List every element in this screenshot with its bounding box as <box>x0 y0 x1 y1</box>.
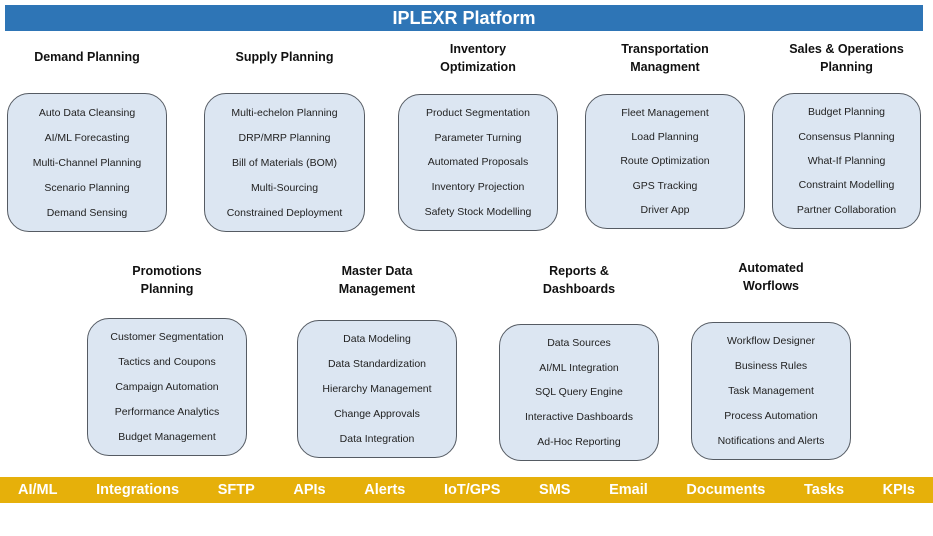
module-heading-line: Dashboards <box>542 282 616 296</box>
feature-item: Budget Planning <box>807 106 886 119</box>
feature-item: SQL Query Engine <box>535 386 623 399</box>
capability-item: SFTP <box>217 482 255 498</box>
capability-item: Alerts <box>364 482 406 498</box>
feature-item: DRP/MRP Planning <box>238 131 331 144</box>
capability-item: Integrations <box>96 482 180 498</box>
module-heading-line: Master Data <box>341 264 413 278</box>
feature-item: Campaign Automation <box>115 380 219 393</box>
feature-item: Route Optimization <box>620 155 710 168</box>
feature-item: Data Integration <box>339 432 415 445</box>
feature-item: Data Standardization <box>327 358 427 371</box>
feature-item: Tactics and Coupons <box>118 356 216 369</box>
feature-item: Ad-Hoc Reporting <box>537 435 621 448</box>
feature-item: Product Segmentation <box>426 107 530 120</box>
feature-item: Scenario Planning <box>44 181 130 194</box>
feature-item: Inventory Projection <box>431 181 525 194</box>
module-heading-line: Promotions <box>132 264 202 278</box>
feature-item: Multi-Sourcing <box>250 181 319 194</box>
feature-item: Consensus Planning <box>798 130 895 143</box>
platform-title-bar: IPLEXR Platform <box>5 5 923 31</box>
module-heading: Demand Planning <box>7 48 167 66</box>
feature-item: GPS Tracking <box>632 179 698 192</box>
feature-item: Workflow Designer <box>727 335 815 348</box>
capability-item: Email <box>609 482 648 498</box>
feature-item: Safety Stock Modelling <box>424 205 532 218</box>
feature-item: Change Approvals <box>334 407 420 420</box>
feature-item: Constrained Deployment <box>226 206 343 219</box>
capability-item: Documents <box>686 482 766 498</box>
feature-item: Automated Proposals <box>427 156 529 169</box>
module-heading-line: Inventory <box>449 42 507 56</box>
capability-item: Tasks <box>803 482 845 498</box>
feature-item: Load Planning <box>631 131 699 144</box>
module-heading-line: Demand Planning <box>34 50 140 64</box>
capability-item: AI/ML <box>18 482 58 498</box>
feature-item: What-If Planning <box>807 154 886 167</box>
module-heading-line: Transportation <box>621 42 709 56</box>
feature-item: Constraint Modelling <box>798 179 895 192</box>
feature-item: Process Automation <box>724 409 818 422</box>
feature-item: Fleet Management <box>621 107 709 120</box>
module-heading-line: Reports & <box>549 264 609 278</box>
module-heading-line: Automated <box>738 261 804 275</box>
module-heading: Supply Planning <box>204 48 365 66</box>
capability-item: IoT/GPS <box>444 482 501 498</box>
feature-item: Budget Management <box>118 430 216 443</box>
feature-item: Task Management <box>728 384 814 397</box>
feature-item: Demand Sensing <box>46 206 128 219</box>
feature-item: Multi-Channel Planning <box>32 156 142 169</box>
feature-item: Partner Collaboration <box>796 203 897 216</box>
feature-item: Customer Segmentation <box>110 331 224 344</box>
capability-item: APIs <box>293 482 326 498</box>
module-heading-line: Optimization <box>440 60 516 74</box>
feature-item: AI/ML Forecasting <box>44 131 130 144</box>
capability-item: SMS <box>539 482 571 498</box>
platform-title: IPLEXR Platform <box>392 8 536 28</box>
capability-item: KPIs <box>882 482 915 498</box>
feature-item: Notifications and Alerts <box>717 434 825 447</box>
feature-item: Multi-echelon Planning <box>231 106 338 119</box>
feature-item: Hierarchy Management <box>322 382 432 395</box>
feature-item: Data Sources <box>547 337 611 350</box>
module-heading-line: Management <box>338 282 416 296</box>
feature-item: Driver App <box>640 203 690 216</box>
module-heading-line: Planning <box>820 60 873 74</box>
module-heading: Reports & Dashboards <box>499 262 659 298</box>
module-heading-line: Worflows <box>742 279 800 293</box>
module-heading-line: Sales & Operations <box>789 42 904 56</box>
feature-item: Data Modeling <box>343 333 411 346</box>
module-heading-line: Supply Planning <box>235 50 334 64</box>
capabilities-bar: AI/ML Integrations SFTP APIs Alerts IoT/GPS SM… <box>0 477 933 503</box>
module-heading-line: Managment <box>630 60 700 74</box>
feature-item: Auto Data Cleansing <box>38 106 136 119</box>
feature-item: Parameter Turning <box>434 131 522 144</box>
feature-item: Business Rules <box>734 360 808 373</box>
feature-item: Bill of Materials (BOM) <box>231 156 337 169</box>
module-heading-line: Planning <box>140 282 194 296</box>
feature-item: AI/ML Integration <box>539 361 619 374</box>
feature-item: Performance Analytics <box>114 405 220 418</box>
feature-item: Interactive Dashboards <box>525 411 633 424</box>
